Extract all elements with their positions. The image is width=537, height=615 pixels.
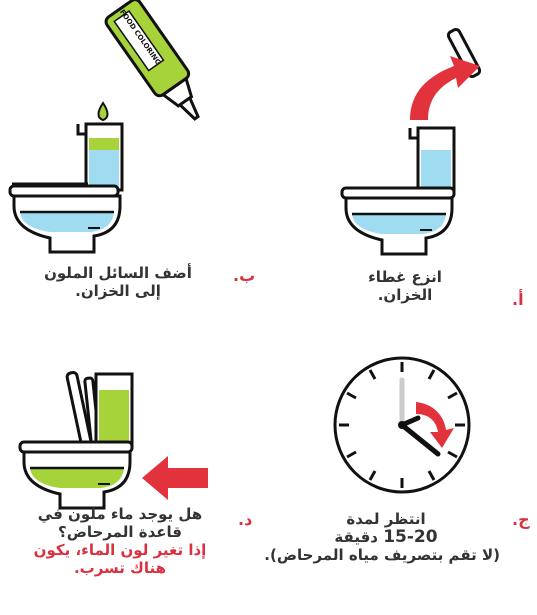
- step-d-line4: هناك تسرب.: [14, 559, 226, 577]
- step-c-line1: انتظر لمدة: [272, 510, 500, 528]
- food-coloring-bottle-icon: FOOD COLORING: [104, 0, 213, 129]
- toilet-icon: [20, 372, 132, 508]
- arrow-icon: [410, 56, 480, 120]
- step-d-panel: د. هل يوجد ماء ملون في قاعدة المرحاض؟ إذ…: [0, 320, 268, 615]
- toilet-icon: [342, 128, 454, 254]
- step-a-letter: أ.: [512, 290, 524, 309]
- step-a-line1: انزع غطاء: [330, 268, 480, 286]
- step-c-caption: انتظر لمدة 15-20 دقيقة (لا تقم بتصريف مي…: [272, 510, 500, 564]
- step-c-letter: ج.: [512, 510, 530, 529]
- step-b-panel: FOOD COLORING ب. أضف السائل الملون: [0, 0, 268, 320]
- step-d-letter: د.: [238, 510, 252, 529]
- step-b-letter: ب.: [233, 266, 255, 285]
- toilet-icon: [10, 124, 122, 252]
- step-c-illustration: [268, 320, 537, 520]
- step-d-line3: إذا تغير لون الماء، يكون: [14, 541, 226, 559]
- step-c-panel: ج. انتظر لمدة 15-20 دقيقة (لا تقم بتصريف…: [268, 320, 537, 615]
- step-b-caption: أضف السائل الملون إلى الخزان.: [12, 264, 224, 300]
- step-c-minutes-number: 15-20: [383, 527, 437, 547]
- step-d-line2: قاعدة المرحاض؟: [14, 523, 226, 541]
- step-a-caption: انزع غطاء الخزان.: [330, 268, 480, 304]
- step-a-illustration: [268, 0, 537, 260]
- clock-icon: [335, 358, 469, 492]
- step-d-illustration: [0, 320, 268, 520]
- arrow-icon: [142, 456, 208, 500]
- step-b-line2: إلى الخزان.: [12, 282, 224, 300]
- step-c-minutes-unit: دقيقة: [334, 528, 378, 546]
- step-b-line1: أضف السائل الملون: [12, 264, 224, 282]
- step-c-line3: (لا تقم بتصريف مياه المرحاض).: [272, 546, 500, 564]
- step-d-caption: هل يوجد ماء ملون في قاعدة المرحاض؟ إذا ت…: [14, 505, 226, 577]
- step-a-panel: أ. انزع غطاء الخزان.: [268, 0, 537, 320]
- step-a-line2: الخزان.: [330, 286, 480, 304]
- step-b-illustration: FOOD COLORING: [0, 0, 268, 260]
- step-d-line1: هل يوجد ماء ملون في: [14, 505, 226, 523]
- dye-drop-icon: [99, 103, 108, 120]
